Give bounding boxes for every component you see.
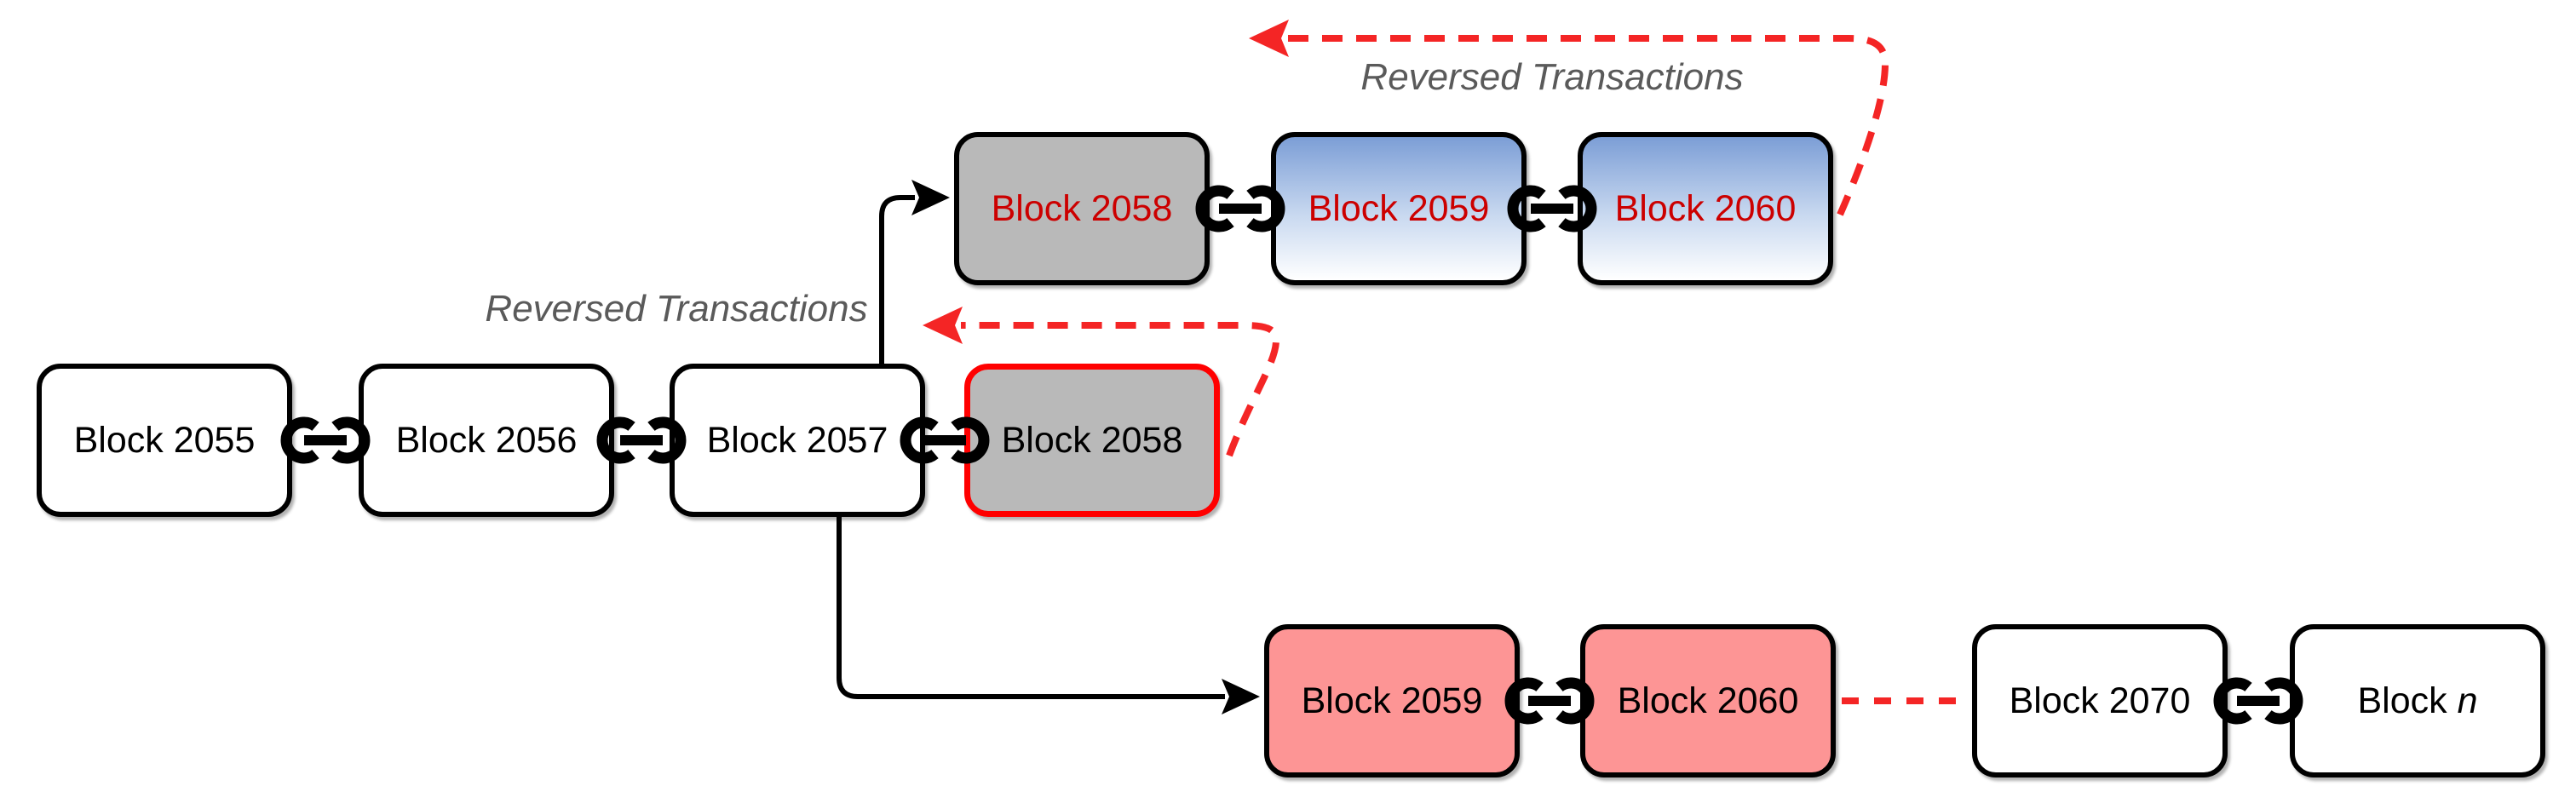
- block-n: Block n: [2290, 624, 2545, 777]
- reversed-arrow-mid: [923, 307, 1280, 457]
- reversed-transactions-label-top: Reversed Transactions: [1360, 56, 1744, 98]
- block-2058-top-label: Block 2058: [991, 187, 1173, 229]
- block-n-label-prefix: Block: [2357, 680, 2458, 721]
- block-2059-top: Block 2059: [1271, 132, 1527, 285]
- block-2057: Block 2057: [670, 364, 925, 517]
- block-2070: Block 2070: [1972, 624, 2228, 777]
- fork-arrow-down: [837, 517, 1260, 714]
- block-n-label: Block n: [2357, 680, 2477, 722]
- block-2059-top-label: Block 2059: [1308, 187, 1490, 229]
- chain-link-icon: [595, 406, 688, 474]
- block-2056: Block 2056: [359, 364, 614, 517]
- fork-arrow-up: [879, 180, 950, 364]
- block-2060-top: Block 2060: [1578, 132, 1833, 285]
- block-2060-bottom-label: Block 2060: [1617, 680, 1799, 721]
- reversed-transactions-label-mid: Reversed Transactions: [485, 288, 868, 330]
- block-2059-bottom: Block 2059: [1264, 624, 1520, 777]
- chain-link-icon: [2211, 667, 2305, 735]
- chain-link-icon: [1505, 175, 1599, 243]
- chain-link-icon: [898, 406, 992, 474]
- block-2058-top: Block 2058: [954, 132, 1210, 285]
- block-2060-bottom: Block 2060: [1580, 624, 1836, 777]
- block-2055-label: Block 2055: [73, 419, 256, 461]
- chain-link-icon: [279, 406, 372, 474]
- block-2058-stale-label: Block 2058: [1001, 419, 1183, 461]
- block-2059-bottom-label: Block 2059: [1301, 680, 1483, 721]
- chain-link-icon: [1503, 667, 1596, 735]
- block-2060-top-label: Block 2060: [1614, 187, 1797, 229]
- chain-link-icon: [1193, 175, 1287, 243]
- block-2057-label: Block 2057: [706, 419, 888, 461]
- block-2056-label: Block 2056: [395, 419, 578, 461]
- block-2055: Block 2055: [37, 364, 292, 517]
- reversed-arrow-top: [1249, 20, 1889, 216]
- block-n-label-italic: n: [2457, 680, 2478, 721]
- block-2070-label: Block 2070: [2009, 680, 2191, 721]
- block-2058-stale: Block 2058: [964, 364, 1220, 517]
